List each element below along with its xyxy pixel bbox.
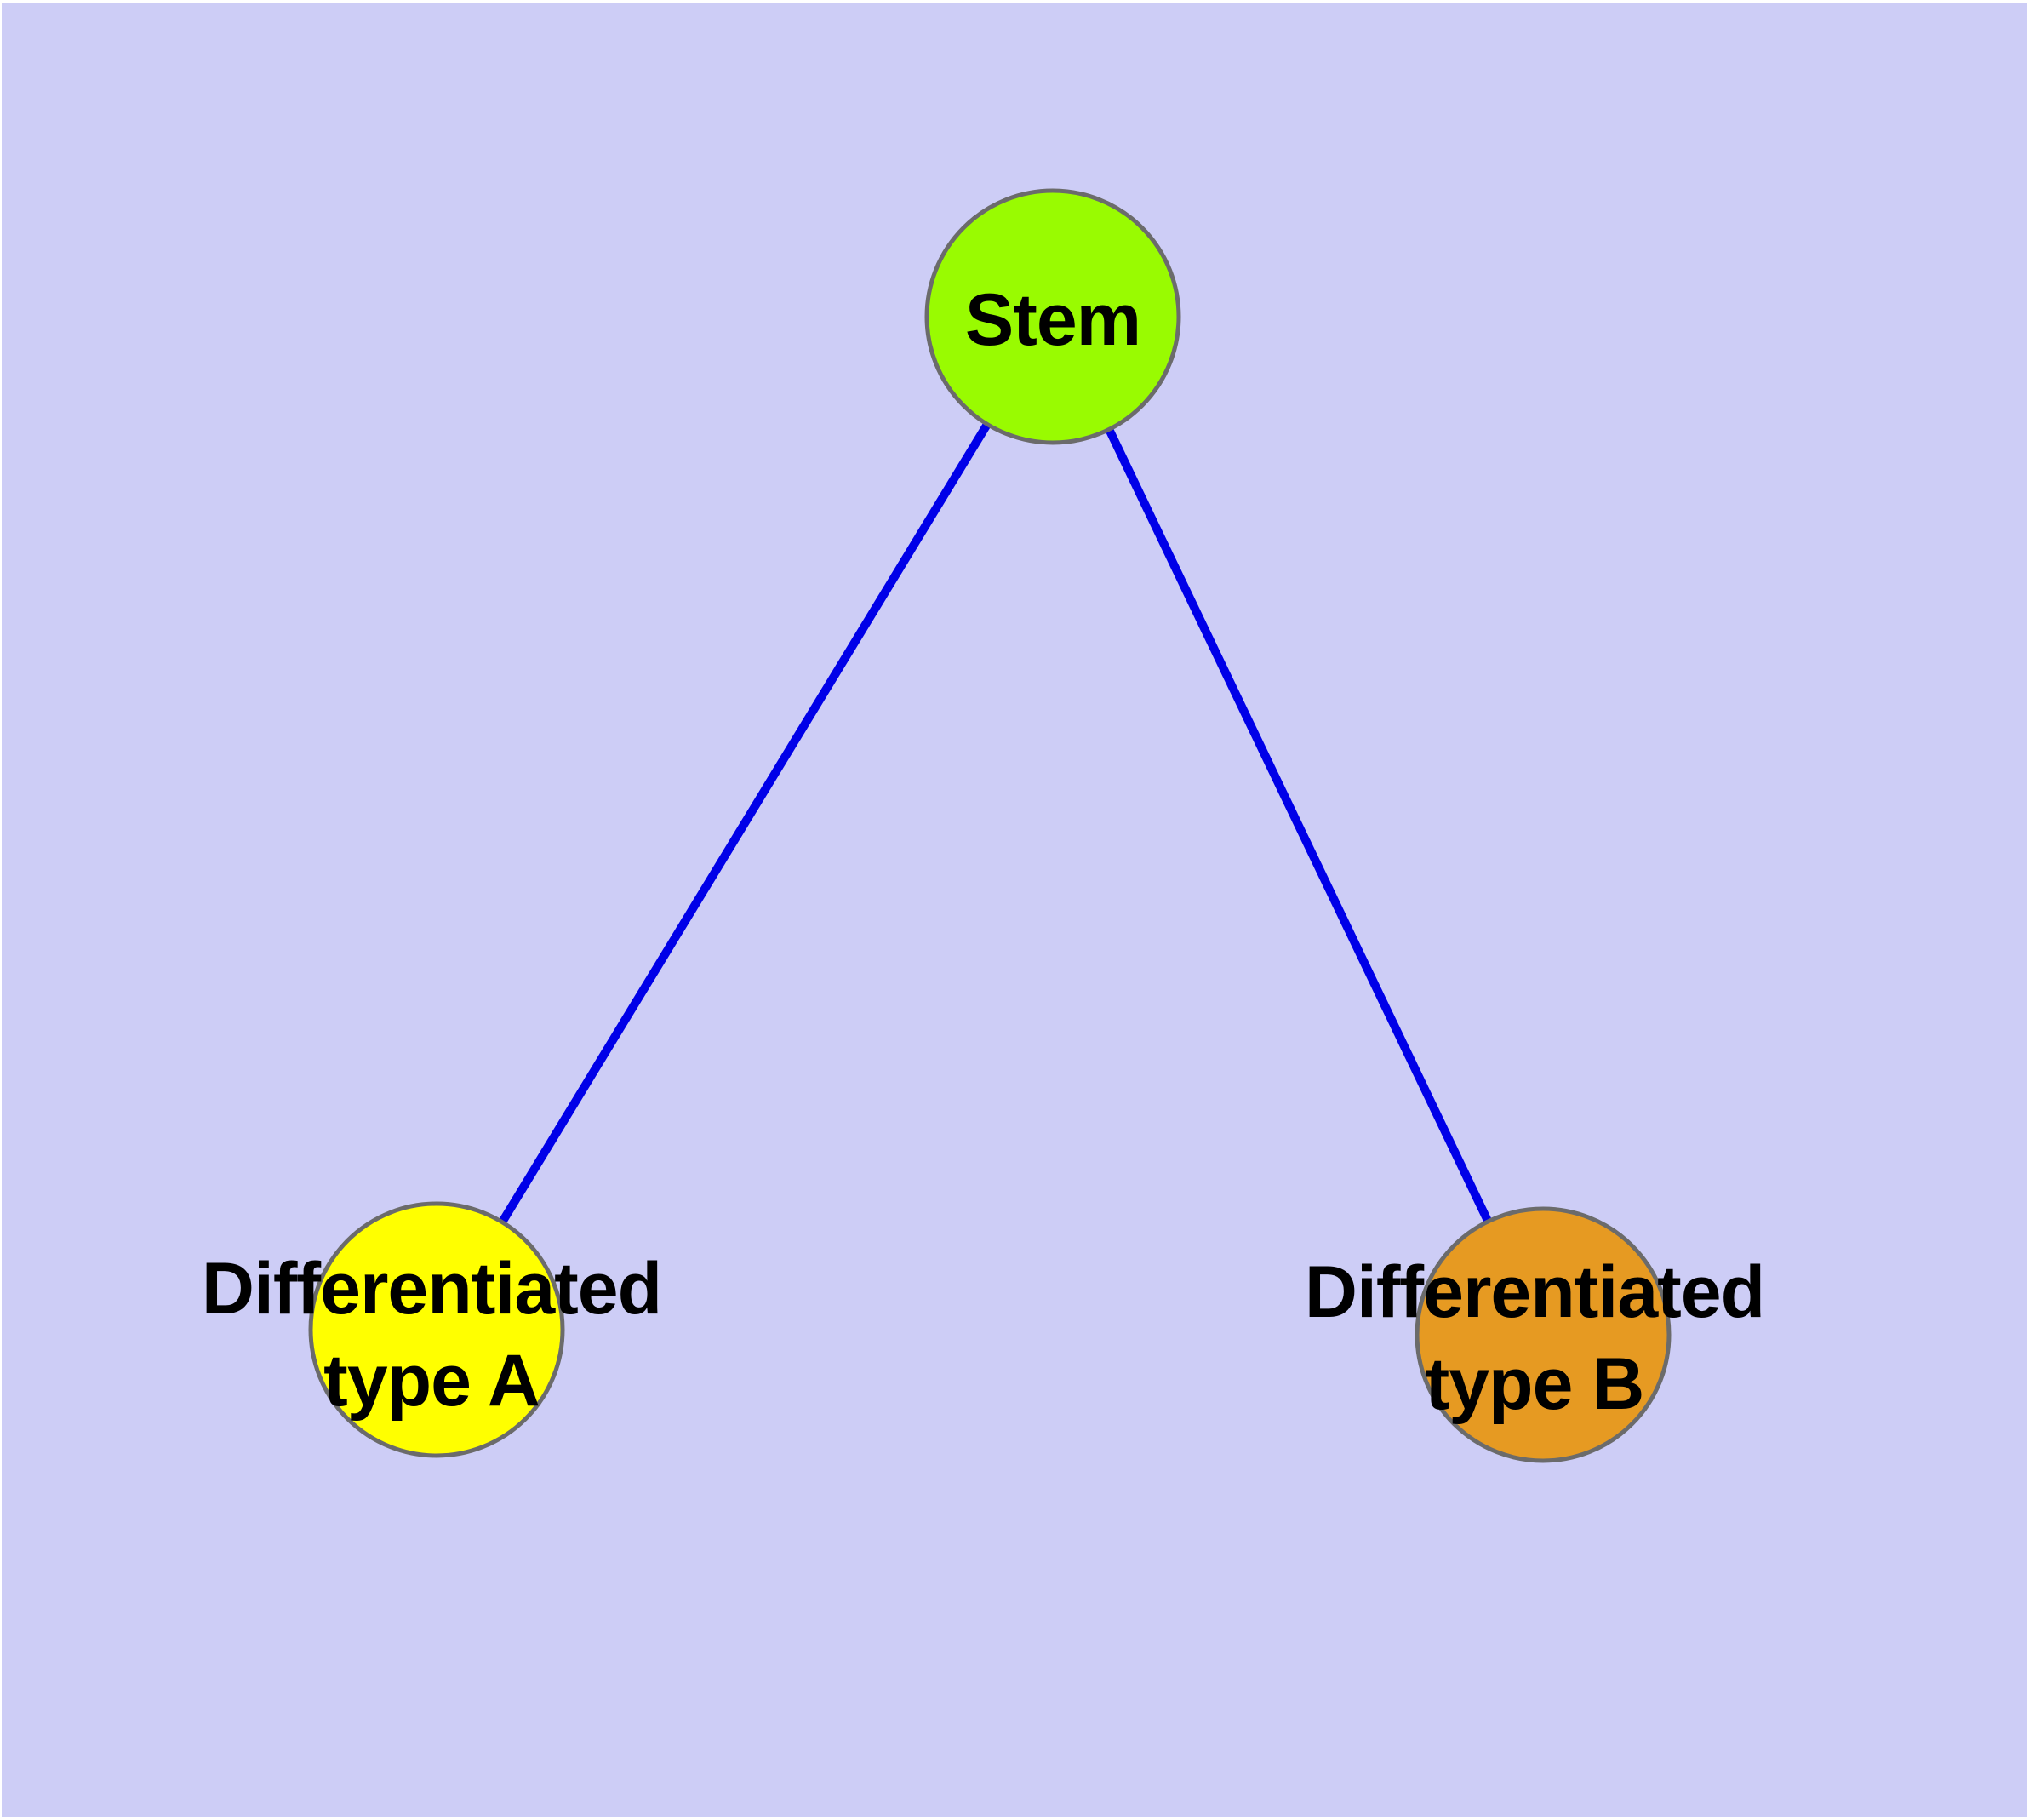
node-differentiated-type-b-circle xyxy=(1415,1206,1672,1463)
node-stem-circle xyxy=(924,188,1181,445)
edge-stem-to-type-b xyxy=(1104,425,1492,1223)
node-differentiated-type-a-circle xyxy=(308,1201,565,1458)
edge-stem-to-type-a xyxy=(499,423,991,1223)
